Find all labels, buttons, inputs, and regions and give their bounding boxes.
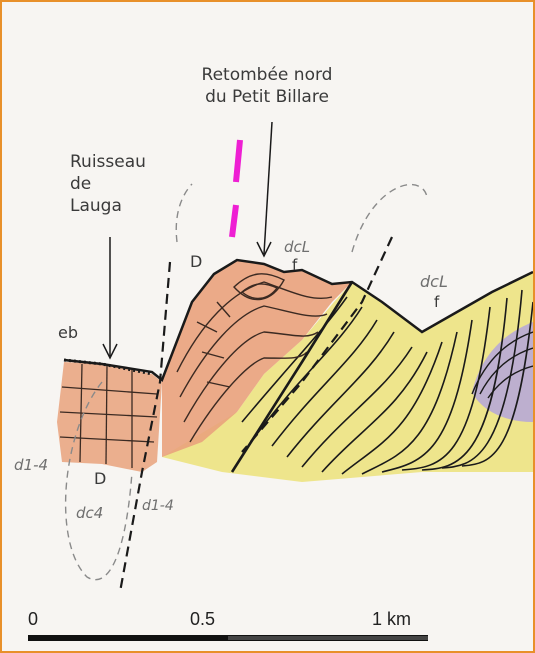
arrow-retombee <box>257 122 272 256</box>
scale-tick-0: 0 <box>28 609 38 629</box>
label-f-right: f <box>434 293 440 311</box>
label-f-mid: f <box>292 256 298 274</box>
title-line-1: Retombée nord <box>202 65 333 85</box>
label-d-left: D <box>94 469 106 488</box>
scale-tick-05: 0.5 <box>190 609 215 629</box>
label-dcl-right: dcL <box>420 272 448 291</box>
label-d14-right: d1-4 <box>142 498 174 514</box>
label-d14-left: d1-4 <box>14 456 48 474</box>
ruisseau-line-1: Ruisseau <box>70 152 146 172</box>
scale-tick-1km: 1 km <box>372 609 411 629</box>
label-dcl-mid: dcL <box>284 238 310 256</box>
ruisseau-line-3: Lauga <box>70 196 122 216</box>
ruisseau-line-2: de <box>70 174 91 194</box>
title-line-2: du Petit Billare <box>205 87 329 107</box>
label-d-peak: D <box>190 252 202 271</box>
scale-bar-mid <box>228 636 428 640</box>
label-eb: eb <box>58 323 78 342</box>
label-dc4: dc4 <box>76 504 103 522</box>
arrow-ruisseau <box>103 237 117 358</box>
magenta-marker <box>232 140 240 237</box>
